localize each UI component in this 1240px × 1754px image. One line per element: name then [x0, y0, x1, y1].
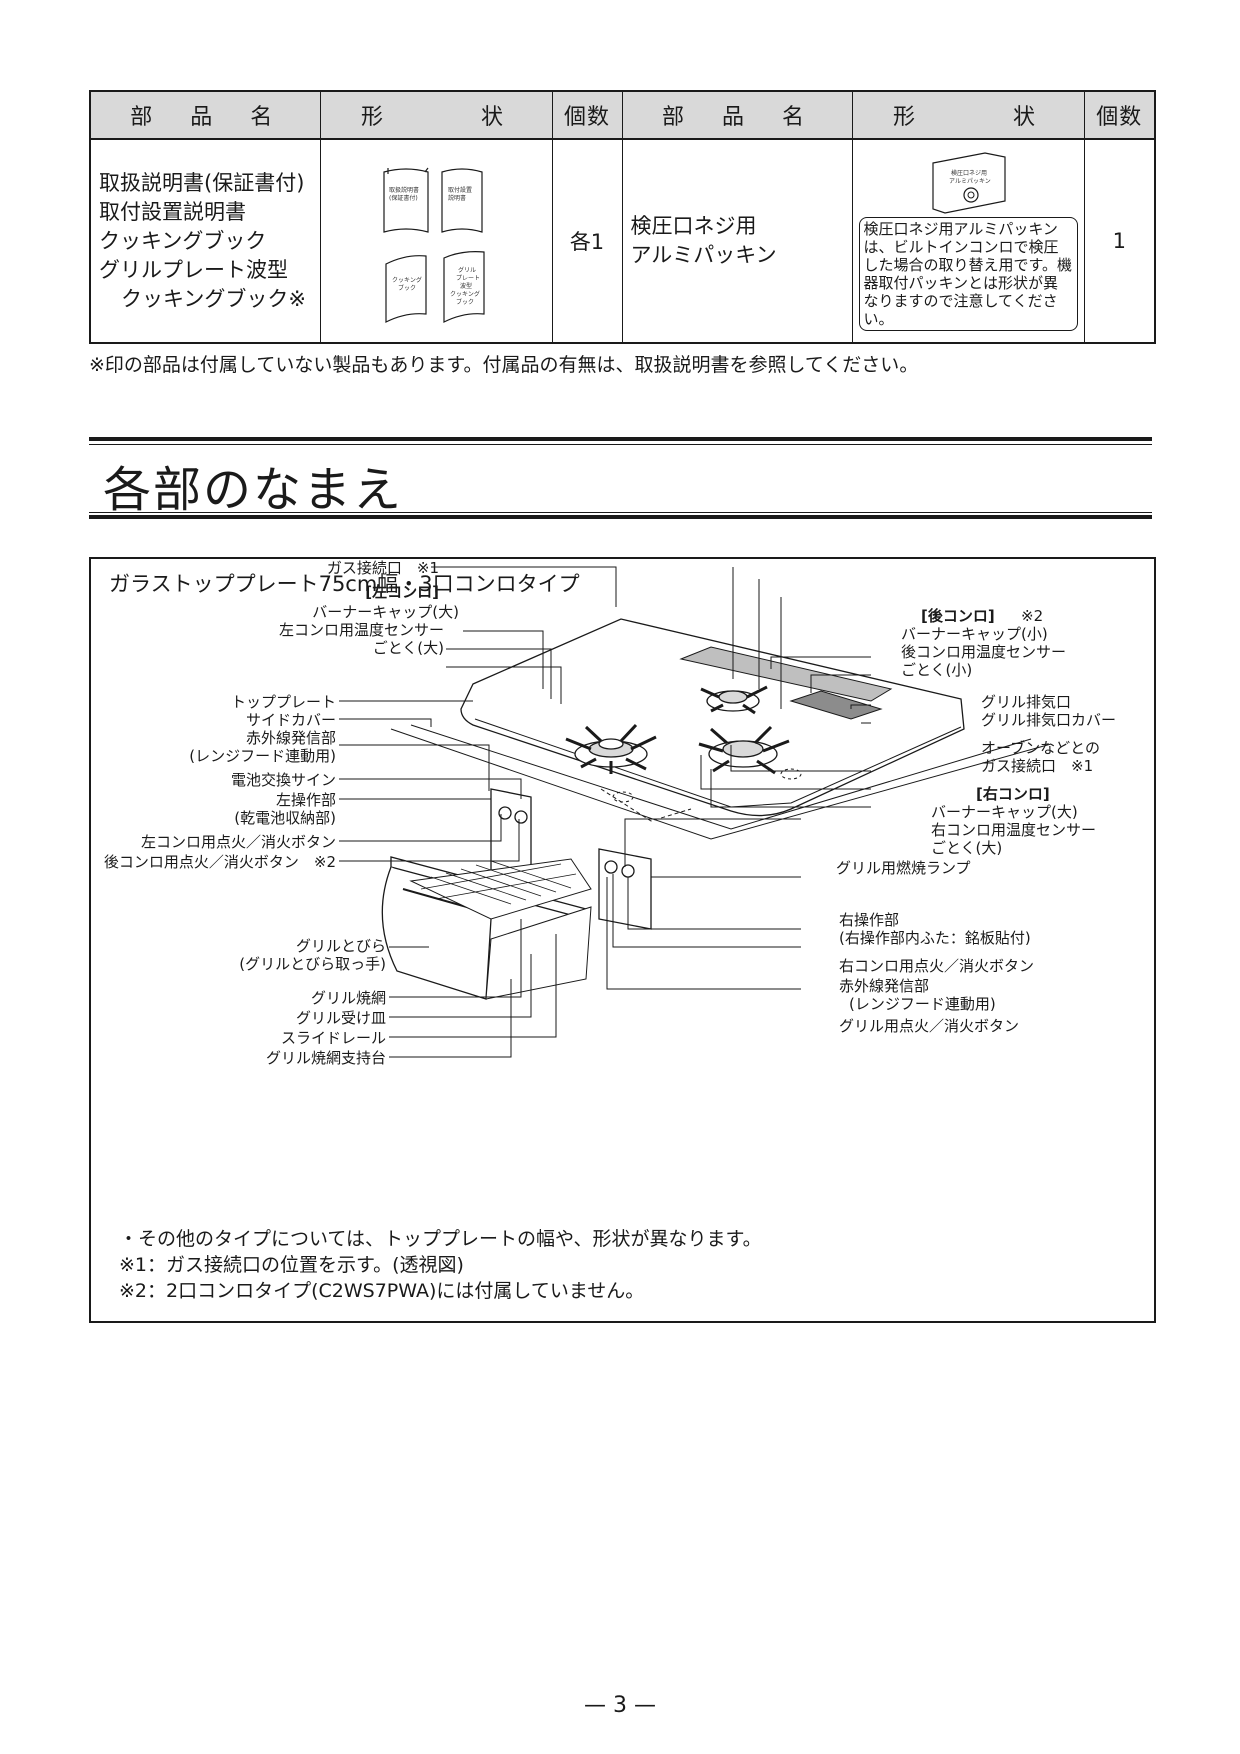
- label-rear-burner-header: [後コンロ]: [921, 607, 995, 625]
- label-grill-net: グリル焼網: [310, 989, 386, 1007]
- section-title: 各部のなまえ: [103, 462, 404, 518]
- booklet-label: プレート: [456, 275, 480, 282]
- list-item: 取付設置説明書: [99, 199, 246, 224]
- label-grill-door: グリルとびら: [295, 937, 386, 955]
- booklets-illustration: 取扱説明書 (保証書付) 取付設置 説明書 クッキング ブック グリル プレート…: [319, 138, 553, 344]
- label-rear-ignite: 後コンロ用点火／消火ボタン ※2: [103, 853, 336, 871]
- header-shape: 形 状: [319, 90, 553, 140]
- packing-icon: 検圧口ネジ用 アルミパッキン: [931, 152, 1006, 214]
- packing-tag-text: アルミパッキン: [949, 178, 991, 185]
- list-item: クッキングブック※: [121, 286, 306, 311]
- stove-illustration: [339, 566, 1052, 1058]
- label-right-temp-sensor: 右コンロ用温度センサー: [931, 821, 1097, 839]
- label-grill-handle: (グリルとびら取っ手): [239, 955, 386, 973]
- label-right-panel: 右操作部: [839, 911, 900, 929]
- label-grill-ignite: グリル用点火／消火ボタン: [839, 1017, 1020, 1035]
- heading-rule-bottom: [89, 515, 1152, 519]
- label-grill-exhaust: グリル排気口: [981, 693, 1072, 711]
- booklet-label: (保証書付): [389, 194, 418, 202]
- label-trivet-large-left: ごとく(大): [372, 639, 444, 657]
- header-count: 個数: [551, 90, 623, 140]
- list-item: グリルプレート波型: [99, 257, 288, 282]
- label-gas-inlet: ガス接続口 ※1: [326, 559, 439, 577]
- label-burner-cap-small: バーナーキャップ(小): [901, 625, 1048, 643]
- right-part-names: 検圧口ネジ用 アルミパッキン: [621, 138, 853, 344]
- booklet-label: クッキング: [392, 276, 422, 284]
- diagram-note: ※2：2口コンロタイプ(C2WS7PWA)には付属していません。: [119, 1280, 645, 1302]
- heading-rule-top-thin: [89, 444, 1152, 445]
- booklet-label: 取付設置: [448, 186, 472, 194]
- booklet-label: ブック: [456, 298, 474, 306]
- left-part-names: 取扱説明書(保証書付) 取付設置説明書 クッキングブック グリルプレート波型 ク…: [89, 138, 321, 344]
- label-range-hood-left: (レンジフード連動用): [189, 747, 336, 765]
- header-part-name: 部 品 名: [89, 90, 321, 140]
- table-footnote: ※印の部品は付属していない製品もあります。付属品の有無は、取扱説明書を参照してく…: [89, 354, 919, 376]
- label-right-ignite: 右コンロ用点火／消火ボタン: [839, 957, 1035, 975]
- list-item: クッキングブック: [99, 228, 267, 253]
- right-count: 1: [1083, 138, 1156, 344]
- list-item: 検圧口ネジ用: [630, 214, 757, 238]
- label-trivet-large-right: ごとく(大): [931, 839, 1003, 857]
- diagram-title: ガラストッププレート75cm幅・3口コンロタイプ: [109, 572, 580, 596]
- label-rear-temp-sensor: 後コンロ用温度センサー: [901, 643, 1067, 661]
- packing-tag-text: 検圧口ネジ用: [951, 169, 987, 177]
- booklet-label: 波型: [460, 282, 472, 290]
- label-grill-tray: グリル受け皿: [295, 1009, 386, 1027]
- label-side-cover: サイドカバー: [245, 711, 336, 729]
- booklet-label: ブック: [398, 284, 416, 292]
- label-top-plate: トッププレート: [230, 693, 336, 711]
- label-slide-rail: スライドレール: [280, 1029, 386, 1047]
- header-shape-2: 形 状: [851, 90, 1085, 140]
- label-right-burner-header: [右コンロ]: [976, 785, 1050, 803]
- label-burner-cap-large-left: バーナーキャップ(大): [312, 603, 459, 621]
- diagram-note: ※1：ガス接続口の位置を示す。(透視図): [119, 1254, 464, 1276]
- label-grill-lamp: グリル用燃焼ランプ: [836, 859, 971, 877]
- heading-rule-top: [89, 437, 1152, 441]
- table-row: 取扱説明書(保証書付) 取付設置説明書 クッキングブック グリルプレート波型 ク…: [89, 138, 1156, 344]
- label-grill-exhaust-cover: グリル排気口カバー: [981, 711, 1117, 729]
- label-burner-cap-large-right: バーナーキャップ(大): [931, 803, 1078, 821]
- parts-diagram: ガラストッププレート75cm幅・3口コンロタイプ: [89, 557, 1156, 1323]
- booklet-label: 説明書: [448, 194, 466, 202]
- label-ir-transmitter-left: 赤外線発信部: [245, 729, 336, 747]
- booklet-icons: 取扱説明書 (保証書付) 取付設置 説明書 クッキング ブック グリル プレート…: [383, 167, 485, 323]
- label-left-temp-sensor: 左コンロ用温度センサー: [278, 621, 444, 639]
- packing-note: 検圧口ネジ用アルミパッキンは、ビルトインコンロで検圧した場合の取り替え用です。機…: [858, 217, 1078, 331]
- label-range-hood-right: (レンジフード連動用): [849, 995, 996, 1013]
- left-count: 各1: [551, 138, 623, 344]
- booklet-label: グリル: [458, 266, 476, 274]
- label-battery-sign: 電池交換サイン: [230, 771, 336, 789]
- booklet-label: クッキング: [450, 290, 480, 298]
- parts-table: 部 品 名 形 状 個数 部 品 名 形 状 個数 取扱説明書(保証書付) 取付…: [89, 90, 1156, 344]
- label-oven-connect: オーブンなどとの: [981, 739, 1100, 757]
- label-left-ignite: 左コンロ用点火／消火ボタン: [140, 833, 336, 851]
- label-left-burner-header: [左コンロ]: [365, 583, 439, 601]
- booklet-label: 取扱説明書: [389, 186, 419, 194]
- label-trivet-small: ごとく(小): [901, 661, 973, 679]
- heading-rule-bottom-thin: [89, 512, 1152, 513]
- page-number: — 3 —: [584, 1693, 656, 1718]
- packing-illustration: 検圧口ネジ用 アルミパッキン 検圧口ネジ用アルミパッキンは、ビルトインコンロで検…: [851, 138, 1085, 344]
- label-net-support: グリル焼網支持台: [265, 1049, 386, 1067]
- label-rear-note: ※2: [1021, 607, 1044, 625]
- list-item: 取扱説明書(保証書付): [99, 170, 305, 195]
- header-count-2: 個数: [1083, 90, 1156, 140]
- diagram-note: ・その他のタイプについては、トッププレートの幅や、形状が異なります。: [119, 1228, 762, 1250]
- list-item: アルミパッキン: [630, 243, 777, 267]
- header-part-name-2: 部 品 名: [621, 90, 853, 140]
- label-oven-connect-2: ガス接続口 ※1: [981, 757, 1094, 775]
- label-right-panel-sub: (右操作部内ふた：銘板貼付): [839, 929, 1031, 947]
- label-ir-transmitter-right: 赤外線発信部: [839, 977, 930, 995]
- label-battery-box: (乾電池収納部): [234, 809, 336, 827]
- label-left-panel: 左操作部: [275, 791, 336, 809]
- table-header-row: 部 品 名 形 状 個数 部 品 名 形 状 個数: [89, 90, 1156, 140]
